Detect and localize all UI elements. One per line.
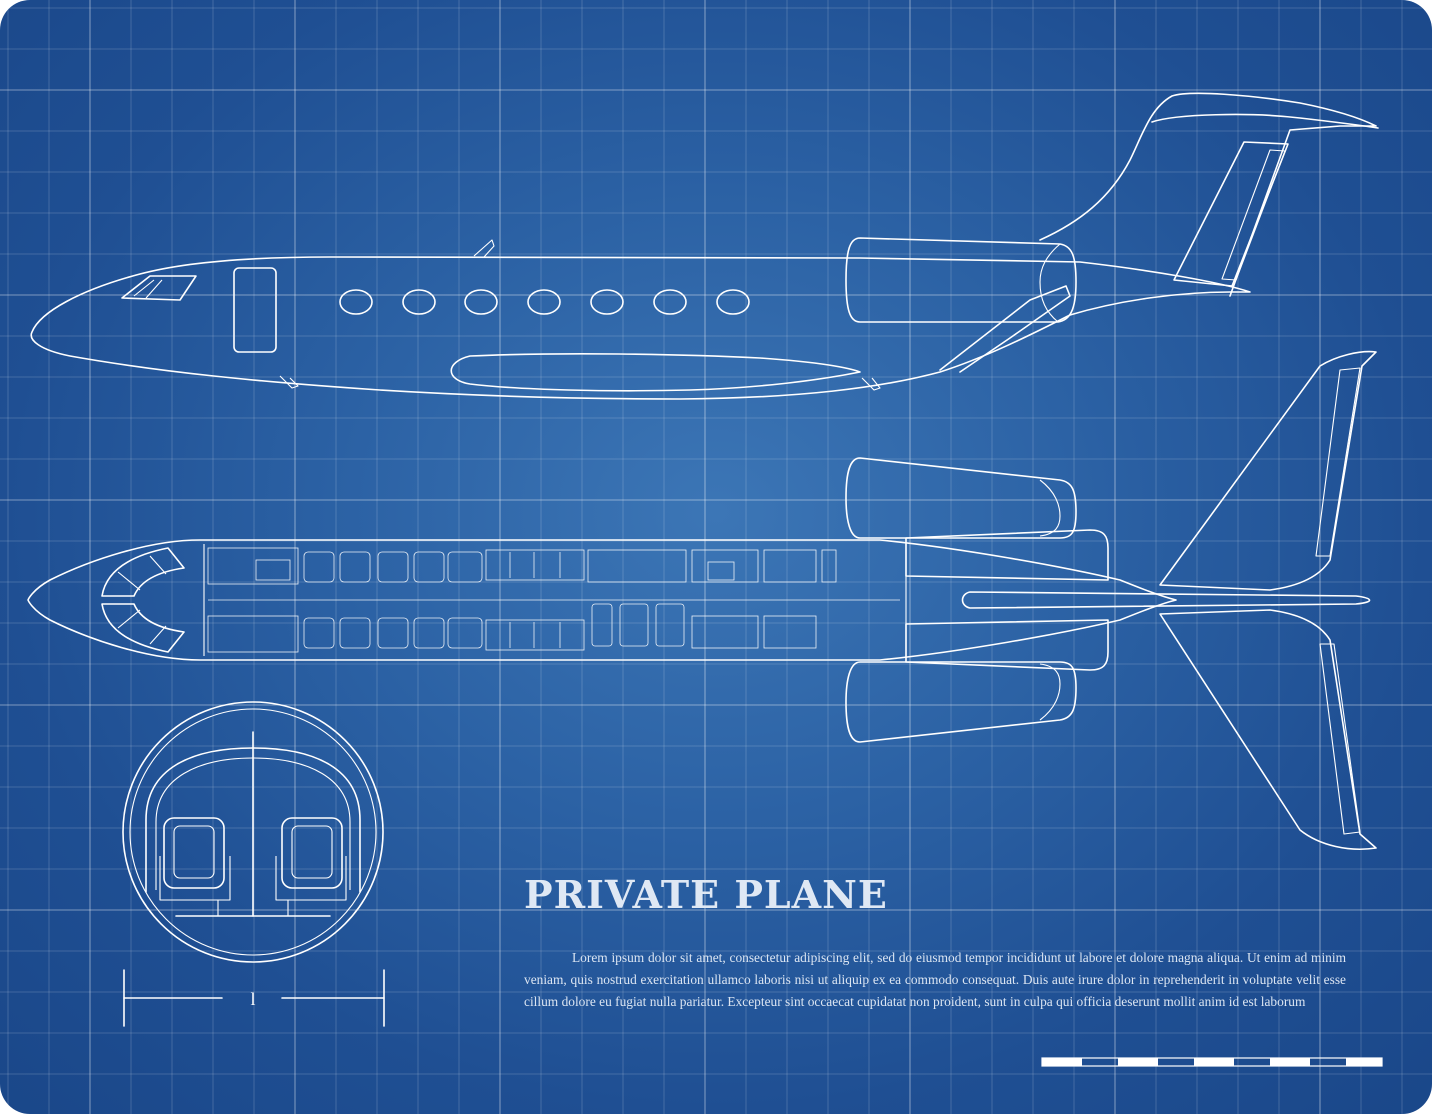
top-cabin-interior xyxy=(207,547,900,653)
top-tail-stabilizer-upper xyxy=(1159,350,1377,591)
cross-section: l xyxy=(122,701,385,1027)
side-door xyxy=(233,267,277,353)
scale-bar xyxy=(1041,1057,1383,1067)
top-cockpit-window-lower xyxy=(101,603,185,653)
side-antenna-bottom-rear xyxy=(861,377,881,391)
side-engine-intake xyxy=(1039,243,1061,323)
cross-section-seat-right xyxy=(275,817,347,916)
top-pylon-upper xyxy=(905,529,1109,581)
top-engine-lower xyxy=(845,661,1077,743)
side-pylon xyxy=(939,285,1071,373)
cross-section-outer xyxy=(122,701,384,963)
top-engine-upper-intake xyxy=(1039,479,1061,537)
galley-unit-rear xyxy=(707,561,735,581)
side-fuselage xyxy=(30,256,1251,400)
side-tail-stripe-inner xyxy=(1221,149,1286,281)
side-wing-root xyxy=(450,353,861,392)
top-cockpit-frame xyxy=(117,555,167,645)
top-tail-cone xyxy=(961,591,1371,609)
cross-section-seat-left xyxy=(159,817,231,916)
dimension-line xyxy=(123,969,385,1027)
side-cockpit-windshield xyxy=(121,275,197,301)
top-tail-stabilizer-lower xyxy=(1159,609,1377,850)
side-cockpit-frame xyxy=(133,279,163,299)
top-pylon-lower xyxy=(905,619,1109,671)
side-view xyxy=(30,92,1379,400)
blueprint-description: Lorem ipsum dolor sit amet, consectetur … xyxy=(524,950,1346,1009)
top-tail-stabilizer-lower-stripe xyxy=(1319,643,1361,835)
side-tail-stripe-outer xyxy=(1173,141,1289,287)
cross-section-inner xyxy=(129,708,377,956)
side-antenna-bottom-front xyxy=(279,375,299,389)
side-tail-fin xyxy=(1039,92,1377,297)
side-engine-nacelle xyxy=(845,237,1077,323)
side-windows xyxy=(339,289,750,315)
galley-unit-front xyxy=(255,559,291,581)
divan-upper xyxy=(485,549,585,581)
top-engine-upper xyxy=(845,457,1077,539)
top-cockpit-window-upper xyxy=(101,547,185,597)
divan-lower xyxy=(485,619,585,651)
top-engine-lower-intake xyxy=(1039,663,1061,721)
top-tail-stabilizer-upper-stripe xyxy=(1315,367,1361,557)
blueprint-title: PRIVATE PLANE xyxy=(524,872,888,917)
top-view xyxy=(27,350,1377,850)
table-upper xyxy=(587,549,687,583)
side-horizontal-stabilizer xyxy=(1151,113,1379,129)
top-fuselage xyxy=(27,539,1177,661)
dimension-label: l xyxy=(250,989,255,1009)
side-antenna-top xyxy=(473,239,495,258)
